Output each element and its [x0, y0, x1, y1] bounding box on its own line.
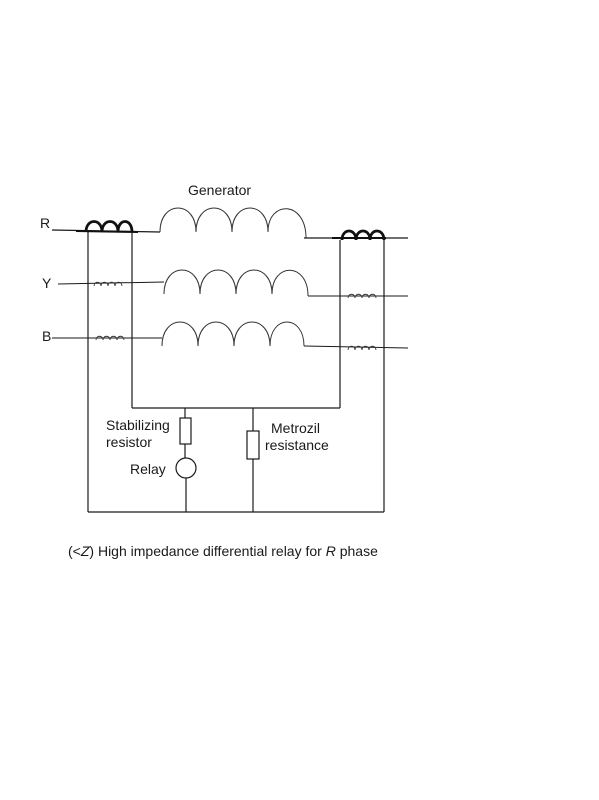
figure-caption: (<Z) High impedance differential relay f…	[68, 543, 378, 559]
caption-middle: ) High impedance differential relay for	[89, 543, 325, 559]
generator-title: Generator	[188, 182, 251, 198]
y-phase-line	[57, 269, 408, 299]
relay-branch	[175, 408, 197, 512]
relay-label: Relay	[130, 461, 166, 477]
metrozil-branch	[246, 408, 260, 512]
caption-prefix: (<	[68, 543, 81, 559]
r-phase-winding	[159, 207, 307, 239]
metrozil-resistor	[246, 430, 260, 460]
y-phase-ct-right	[347, 293, 377, 299]
relay-symbol	[175, 457, 197, 479]
ct-secondary-circuit	[87, 232, 385, 513]
b-phase-winding	[161, 321, 305, 347]
phase-label-y: Y	[42, 275, 52, 291]
metrozil-label-line2: resistance	[265, 437, 329, 453]
caption-phase: R	[326, 543, 336, 559]
b-phase-ct-right	[347, 345, 377, 351]
phase-label-b: B	[42, 328, 51, 344]
caption-suffix: phase	[336, 543, 378, 559]
caption-symbol: Z	[80, 543, 90, 559]
stabilizing-label-line1: Stabilizing	[106, 417, 170, 433]
b-phase-ct-left	[95, 335, 125, 341]
stabilizing-resistor	[179, 417, 192, 445]
stabilizing-label-line2: resistor	[106, 434, 152, 450]
r-phase-line	[51, 207, 408, 241]
y-phase-ct-left	[93, 281, 123, 287]
r-phase-ct-right	[340, 229, 386, 241]
y-phase-winding	[163, 269, 309, 297]
metrozil-label-line1: Metrozil	[271, 420, 320, 436]
phase-label-r: R	[40, 215, 50, 231]
b-phase-line	[52, 321, 409, 351]
r-phase-ct-left	[84, 220, 134, 233]
